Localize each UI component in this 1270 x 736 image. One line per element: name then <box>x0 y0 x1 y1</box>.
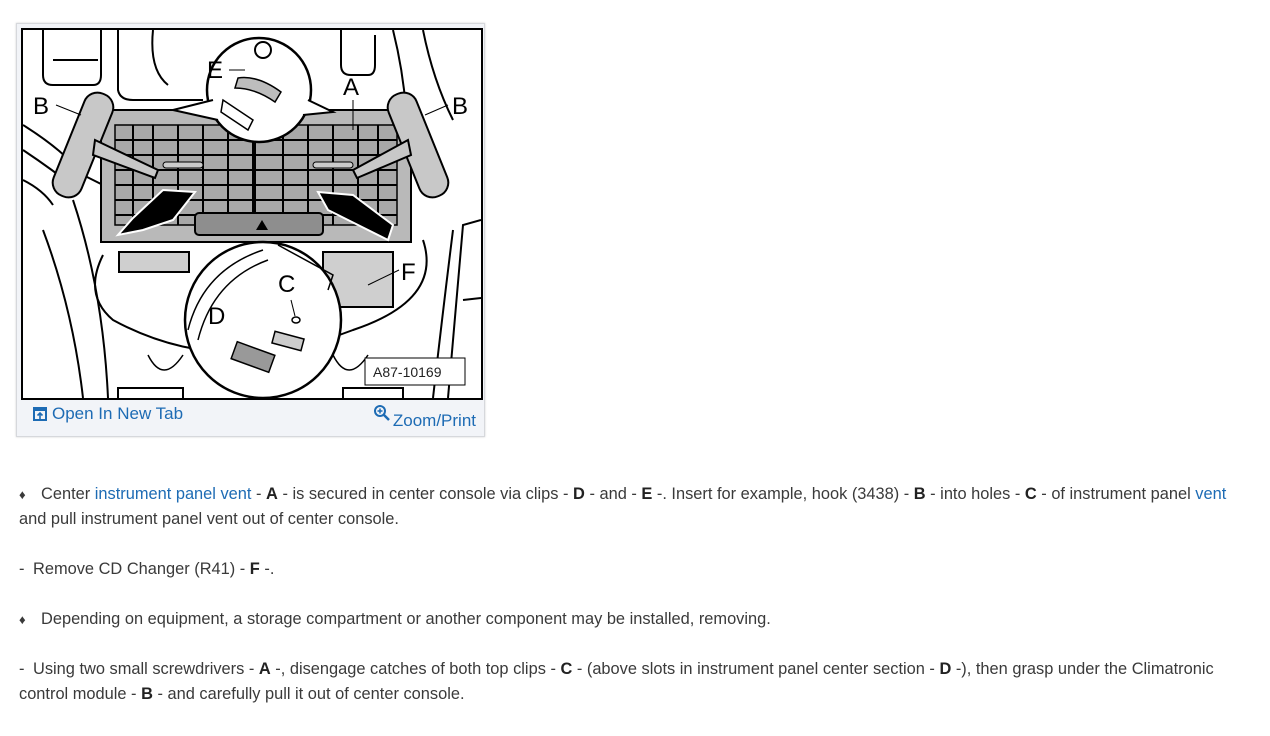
callout-E: E <box>207 57 223 84</box>
text-segment: - and carefully pull it out of center co… <box>152 685 465 703</box>
callout-C: C <box>278 271 295 298</box>
instruction-paragraph-3: ♦ Depending on equipment, a storage compa… <box>19 607 1234 632</box>
open-in-new-tab-label: Open In New Tab <box>52 404 184 423</box>
callout-D: D <box>208 303 225 330</box>
text-segment: - (above slots in instrument panel cente… <box>572 660 940 678</box>
glossary-link[interactable]: instrument panel vent <box>94 485 252 503</box>
text-segment: Remove CD Changer (R41) - <box>33 560 250 578</box>
callout-reference: D <box>573 485 585 503</box>
technical-diagram-image[interactable]: B B A E F C D A87-10169 <box>21 28 483 400</box>
text-segment: Center <box>41 485 95 503</box>
glossary-link[interactable]: vent <box>1195 485 1227 503</box>
diamond-bullet-icon: ♦ <box>19 487 26 502</box>
text-segment: - into holes - <box>925 485 1025 503</box>
callout-reference: F <box>249 560 260 578</box>
text-segment: Depending on equipment, a storage compar… <box>41 610 771 628</box>
text-segment: Using two small screwdrivers - <box>33 660 259 678</box>
open-in-new-tab-icon <box>33 406 47 426</box>
text-segment: -. Insert for example, hook (3438) - <box>652 485 914 503</box>
zoom-print-link[interactable]: Zoom/Print <box>373 404 476 431</box>
callout-B-right: B <box>452 93 468 120</box>
figure-container: B B A E F C D A87-10169 Open In New Tab … <box>16 23 485 437</box>
open-in-new-tab-link[interactable]: Open In New Tab <box>33 404 183 426</box>
text-segment: - and - <box>584 485 642 503</box>
text-segment: -, disengage catches of both top clips - <box>270 660 561 678</box>
figure-actions: Open In New Tab Zoom/Print <box>17 402 484 432</box>
callout-F: F <box>401 259 416 286</box>
dash-marker: - <box>19 660 25 678</box>
instruction-paragraph-2: -Remove CD Changer (R41) - F -. <box>19 557 1234 582</box>
text-segment: - <box>251 485 267 503</box>
callout-reference: D <box>939 660 952 678</box>
callout-A: A <box>343 74 359 101</box>
text-segment: and pull instrument panel vent out of ce… <box>19 510 399 528</box>
zoom-print-label: Zoom/Print <box>392 411 476 430</box>
callout-reference: C <box>1024 485 1037 503</box>
text-segment: - is secured in center console via clips… <box>277 485 574 503</box>
callout-B-left: B <box>33 93 49 120</box>
text-segment: - of instrument panel <box>1036 485 1196 503</box>
magnifier-plus-icon <box>373 404 391 427</box>
callout-reference: B <box>913 485 926 503</box>
callout-reference: C <box>560 660 573 678</box>
diamond-bullet-icon: ♦ <box>19 612 26 627</box>
callout-reference: A <box>266 485 278 503</box>
figure-reference-number: A87-10169 <box>373 364 442 380</box>
callout-reference: E <box>641 485 653 503</box>
dash-marker: - <box>19 560 25 578</box>
instruction-paragraph-1: ♦ Center instrument panel vent - A - is s… <box>19 482 1234 532</box>
text-segment: -), then grasp under the Climatronic con… <box>19 660 1214 703</box>
callout-reference: B <box>141 685 153 703</box>
text-segment: -. <box>259 560 275 578</box>
instruction-paragraph-4: -Using two small screwdrivers - A -, dis… <box>19 657 1234 707</box>
callout-reference: A <box>258 660 271 678</box>
